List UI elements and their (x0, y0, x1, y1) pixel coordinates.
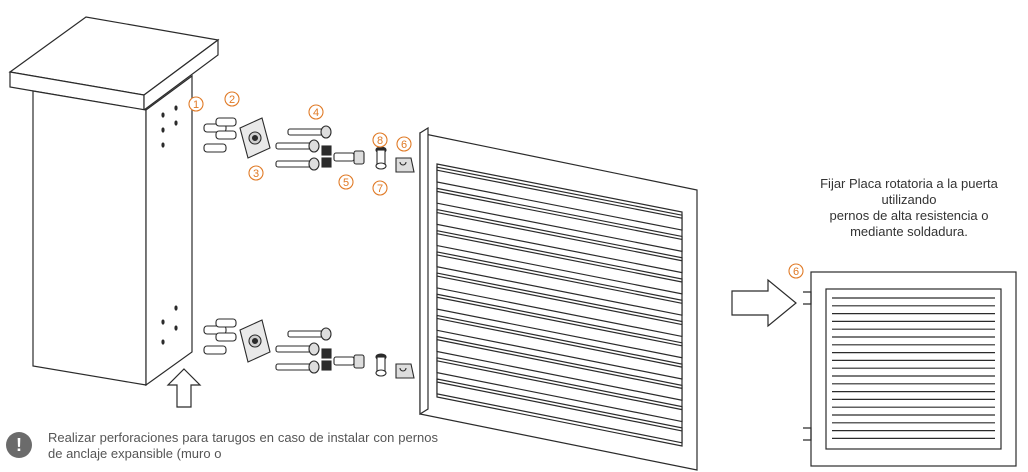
louver-slat-edge (436, 211, 683, 262)
louver-slat (436, 251, 683, 316)
callout-7-label: 7 (377, 183, 383, 195)
callout-1-label: 1 (193, 99, 199, 111)
detail-slats (832, 297, 995, 439)
louver-slat-edge (436, 233, 683, 283)
caption-line-4: mediante soldadura. (850, 224, 968, 239)
column-side-face (145, 74, 193, 387)
louver-slat (436, 335, 683, 401)
door-slats (436, 166, 683, 444)
callout-8-label: 8 (377, 135, 383, 147)
louver-slat-edge (436, 190, 683, 241)
callout-6-label: 6 (401, 139, 407, 151)
louver-slat-edge (436, 169, 683, 219)
hinge-top (803, 291, 812, 305)
louver-slat (436, 378, 683, 444)
louver-slat (436, 293, 683, 359)
callout-4: 4 (308, 104, 324, 120)
column-holes (161, 105, 178, 345)
louver-slat (436, 187, 683, 253)
louver-door (419, 126, 698, 471)
callout-3: 3 (248, 165, 264, 181)
louver-slat (436, 208, 683, 274)
warning-icon: ! (6, 432, 32, 458)
right-arrow-icon (731, 278, 797, 328)
hardware-set-upper (203, 117, 415, 173)
callout-6: 6 (396, 136, 412, 152)
up-arrow-icon (166, 368, 202, 408)
callout-5: 5 (338, 174, 354, 190)
callout-6-detail: 6 (788, 263, 804, 279)
louver-slat (436, 229, 683, 295)
louver-slat-edge (436, 360, 683, 411)
column (8, 16, 220, 387)
callouts: 1 2 3 4 5 8 6 7 6 (188, 91, 804, 279)
louver-slat (436, 166, 683, 231)
hinge-bottom (803, 427, 812, 441)
callout-5-label: 5 (343, 177, 349, 189)
louver-slat (436, 357, 683, 423)
hardware-set-lower (203, 318, 415, 379)
louver-slat-edge (436, 317, 683, 368)
callout-7: 7 (372, 180, 388, 196)
detail-caption: Fijar Placa rotatoria a la puerta utiliz… (790, 176, 1028, 240)
column-front-face (32, 90, 147, 386)
callout-1: 1 (188, 96, 204, 112)
louver-slat-edge (436, 275, 683, 326)
installation-note: ! Realizar perforaciones para tarugos en… (6, 430, 438, 472)
callout-8: 8 (372, 132, 388, 148)
louver-slat-edge (436, 254, 683, 304)
louver-slat-edge (436, 381, 683, 432)
door-frame-side (419, 126, 429, 416)
callout-4-label: 4 (313, 107, 319, 119)
callout-6-detail-label: 6 (793, 266, 799, 278)
caption-line-2: utilizando (881, 192, 937, 207)
caption-line-3: pernos de alta resistencia o (829, 208, 989, 223)
louver-slat-edge (436, 296, 683, 347)
louver-slat (436, 314, 683, 380)
note-text: Realizar perforaciones para tarugos en c… (48, 430, 438, 461)
louver-slat-edge (436, 339, 683, 389)
callout-2-label: 2 (229, 94, 235, 106)
louver-slat (436, 272, 683, 338)
caption-line-1: Fijar Placa rotatoria a la puerta (820, 176, 998, 191)
callout-3-label: 3 (253, 168, 259, 180)
callout-2: 2 (224, 91, 240, 107)
detail-panel (803, 271, 1017, 467)
column-cap-side (143, 38, 219, 112)
